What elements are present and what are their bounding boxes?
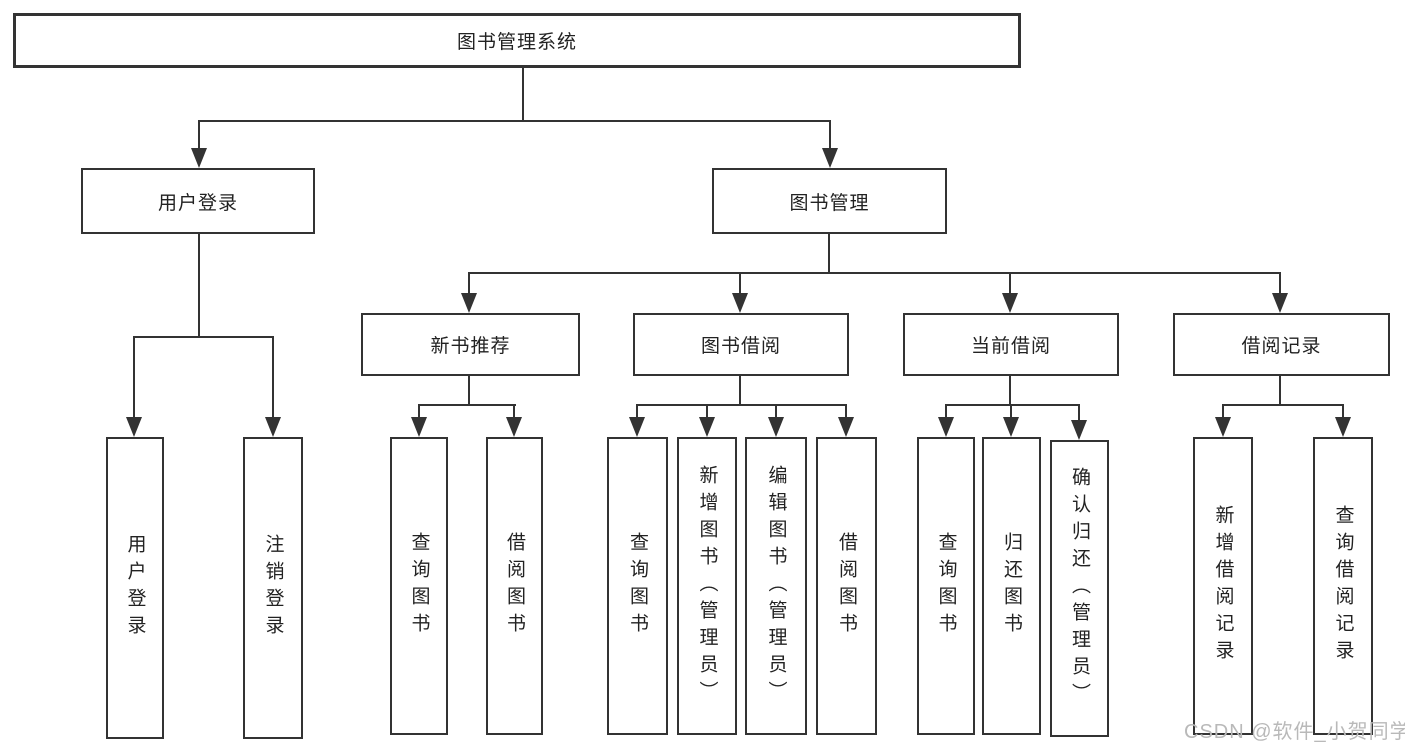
node-recommend-borrow-books-label: 借阅图书 (504, 532, 525, 640)
node-return-books: 归还图书 (982, 437, 1041, 735)
node-edit-books-admin-label: 编辑图书（管理员） (765, 464, 787, 708)
node-add-books-admin-label: 新增图书（管理员） (696, 464, 718, 708)
node-root-label: 图书管理系统 (456, 32, 577, 53)
connector-line (513, 404, 515, 420)
arrow-down-icon (1071, 420, 1087, 440)
node-root: 图书管理系统 (13, 13, 1021, 68)
node-user-login-action-label: 用户登录 (124, 534, 146, 642)
connector-line (133, 336, 274, 338)
node-borrow-query-books: 查询图书 (607, 437, 668, 735)
node-borrow-query-books-label: 查询图书 (627, 532, 648, 640)
connector-line (133, 336, 135, 421)
connector-line (945, 404, 1080, 406)
connector-line (272, 336, 274, 421)
connector-line (636, 404, 847, 406)
node-book-borrow-label: 图书借阅 (700, 336, 781, 357)
node-current-borrow: 当前借阅 (903, 313, 1119, 376)
node-add-borrow-record-label: 新增借阅记录 (1212, 505, 1234, 667)
node-recommend-borrow-books: 借阅图书 (486, 437, 543, 735)
arrow-down-icon (732, 293, 748, 313)
connector-line (706, 404, 708, 420)
node-user-login-label: 用户登录 (157, 192, 238, 214)
node-edit-books-admin: 编辑图书（管理员） (745, 437, 807, 735)
node-borrow-records-label: 借阅记录 (1241, 336, 1322, 357)
connector-line (198, 120, 200, 152)
arrow-down-icon (126, 417, 142, 437)
node-book-management-label: 图书管理 (789, 192, 870, 214)
node-add-books-admin: 新增图书（管理员） (677, 437, 737, 735)
connector-line (775, 404, 777, 420)
node-confirm-return-admin: 确认归还（管理员） (1050, 440, 1109, 737)
connector-line (739, 376, 741, 406)
node-add-borrow-record: 新增借阅记录 (1193, 437, 1253, 735)
connector-line (1010, 404, 1012, 420)
arrow-down-icon (822, 148, 838, 168)
arrow-down-icon (191, 148, 207, 168)
connector-line (945, 404, 947, 420)
node-new-book-recommend-label: 新书推荐 (430, 336, 511, 357)
connector-line (845, 404, 847, 420)
connector-line (1009, 376, 1011, 406)
node-borrow-books-action-label: 借阅图书 (836, 532, 857, 640)
node-book-borrow: 图书借阅 (633, 313, 849, 376)
arrow-down-icon (838, 417, 854, 437)
arrow-down-icon (699, 417, 715, 437)
node-new-book-recommend: 新书推荐 (361, 313, 580, 376)
connector-line (1279, 376, 1281, 406)
arrow-down-icon (1003, 417, 1019, 437)
connector-line (829, 120, 831, 152)
node-current-query-books: 查询图书 (917, 437, 975, 735)
node-borrow-records: 借阅记录 (1173, 313, 1390, 376)
connector-line (1222, 404, 1224, 420)
node-recommend-query-books-label: 查询图书 (408, 532, 430, 640)
node-return-books-label: 归还图书 (1001, 532, 1022, 640)
arrow-down-icon (411, 417, 427, 437)
arrow-down-icon (1215, 417, 1231, 437)
connector-line (418, 404, 420, 420)
connector-line (468, 272, 470, 298)
node-current-query-books-label: 查询图书 (935, 532, 957, 640)
connector-line (522, 66, 524, 122)
arrow-down-icon (1335, 417, 1351, 437)
connector-line (468, 376, 470, 406)
arrow-down-icon (265, 417, 281, 437)
arrow-down-icon (629, 417, 645, 437)
connector-line (1279, 272, 1281, 298)
arrow-down-icon (938, 417, 954, 437)
connector-line (468, 272, 1281, 274)
connector-line (418, 404, 516, 406)
connector-line (1222, 404, 1344, 406)
node-user-login: 用户登录 (81, 168, 315, 234)
node-query-borrow-record-label: 查询借阅记录 (1332, 505, 1354, 667)
node-borrow-books-action: 借阅图书 (816, 437, 877, 735)
node-book-management: 图书管理 (712, 168, 947, 234)
connector-line (198, 120, 831, 122)
arrow-down-icon (461, 293, 477, 313)
connector-line (1078, 404, 1080, 420)
node-recommend-query-books: 查询图书 (390, 437, 448, 735)
arrow-down-icon (1002, 293, 1018, 313)
node-user-login-action: 用户登录 (106, 437, 164, 739)
connector-line (828, 234, 830, 274)
connector-line (1009, 272, 1011, 298)
node-current-borrow-label: 当前借阅 (970, 336, 1051, 357)
arrow-down-icon (506, 417, 522, 437)
connector-line (636, 404, 638, 420)
connector-line (739, 272, 741, 298)
csdn-watermark: CSDN @软件_小贺同学 (1184, 721, 1405, 743)
connector-line (198, 234, 200, 338)
arrow-down-icon (1272, 293, 1288, 313)
node-logout-action: 注销登录 (243, 437, 303, 739)
connector-line (1342, 404, 1344, 420)
node-confirm-return-admin-label: 确认归还（管理员） (1069, 467, 1090, 710)
node-logout-action-label: 注销登录 (262, 534, 284, 642)
arrow-down-icon (768, 417, 784, 437)
node-query-borrow-record: 查询借阅记录 (1313, 437, 1373, 735)
